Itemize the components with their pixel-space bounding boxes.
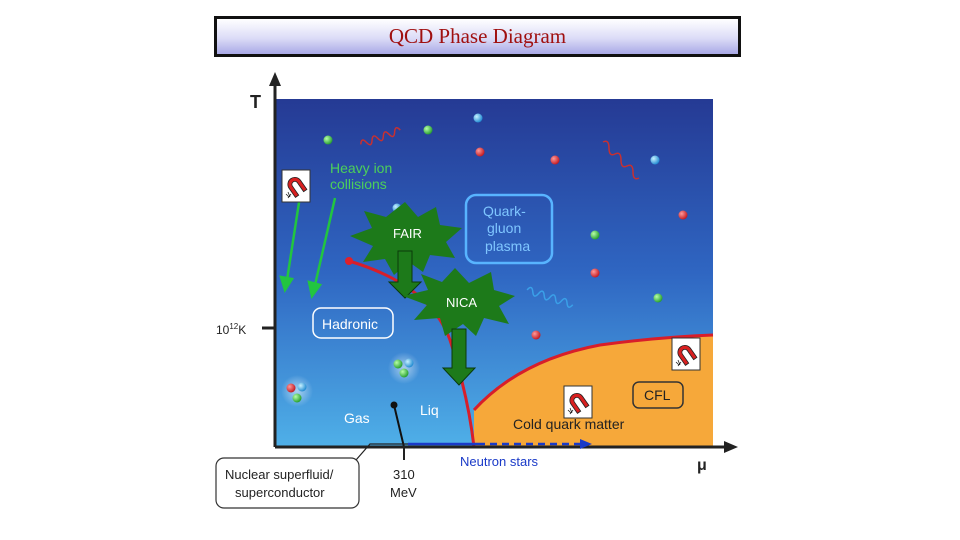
quark-particle-icon	[476, 148, 485, 157]
baryon-icon	[281, 375, 313, 407]
quark-particle-icon	[654, 294, 663, 303]
heavy-ion-label-line2: collisions	[330, 176, 387, 192]
qgp-label-line2: gluon	[487, 220, 521, 236]
y-tick-label: 1012K	[216, 322, 246, 337]
superfluid-label-line2: superconductor	[235, 485, 325, 500]
svg-text:1012K: 1012K	[216, 322, 246, 337]
quark-particle-icon	[651, 156, 660, 165]
liquid-gas-critical-point	[391, 402, 398, 409]
superfluid-box	[216, 458, 359, 508]
quark-particle-icon	[591, 269, 600, 278]
magnet-icon	[282, 170, 310, 202]
superfluid-label-line1: Nuclear superfluid/	[225, 467, 334, 482]
gas-label: Gas	[344, 410, 370, 426]
neutron-stars-label: Neutron stars	[460, 454, 539, 469]
nica-label: NICA	[446, 295, 477, 310]
qgp-label-line3: plasma	[485, 238, 530, 254]
qgp-label-line1: Quark-	[483, 203, 526, 219]
quark-particle-icon	[679, 211, 688, 220]
y-axis-arrow	[269, 72, 281, 86]
x-axis-label: μ	[697, 457, 707, 474]
hadronic-label: Hadronic	[322, 316, 378, 332]
quark-particle-icon	[551, 156, 560, 165]
quark-particle-icon	[591, 231, 600, 240]
magnet-icon	[564, 386, 592, 418]
quark-particle-icon	[474, 114, 483, 123]
baryon-icon	[388, 352, 420, 384]
heavy-ion-label-line1: Heavy ion	[330, 160, 392, 176]
cfl-label: CFL	[644, 387, 671, 403]
quark-particle-icon	[324, 136, 333, 145]
liq-label: Liq	[420, 402, 439, 418]
fair-label: FAIR	[393, 226, 422, 241]
critical-point	[345, 257, 353, 265]
quark-particle-icon	[424, 126, 433, 135]
x-axis-arrow	[724, 441, 738, 453]
magnet-icon	[672, 338, 700, 370]
x-tick-unit: MeV	[390, 485, 417, 500]
x-tick-value: 310	[393, 467, 415, 482]
y-axis-label: T	[250, 92, 261, 112]
quark-particle-icon	[532, 331, 541, 340]
